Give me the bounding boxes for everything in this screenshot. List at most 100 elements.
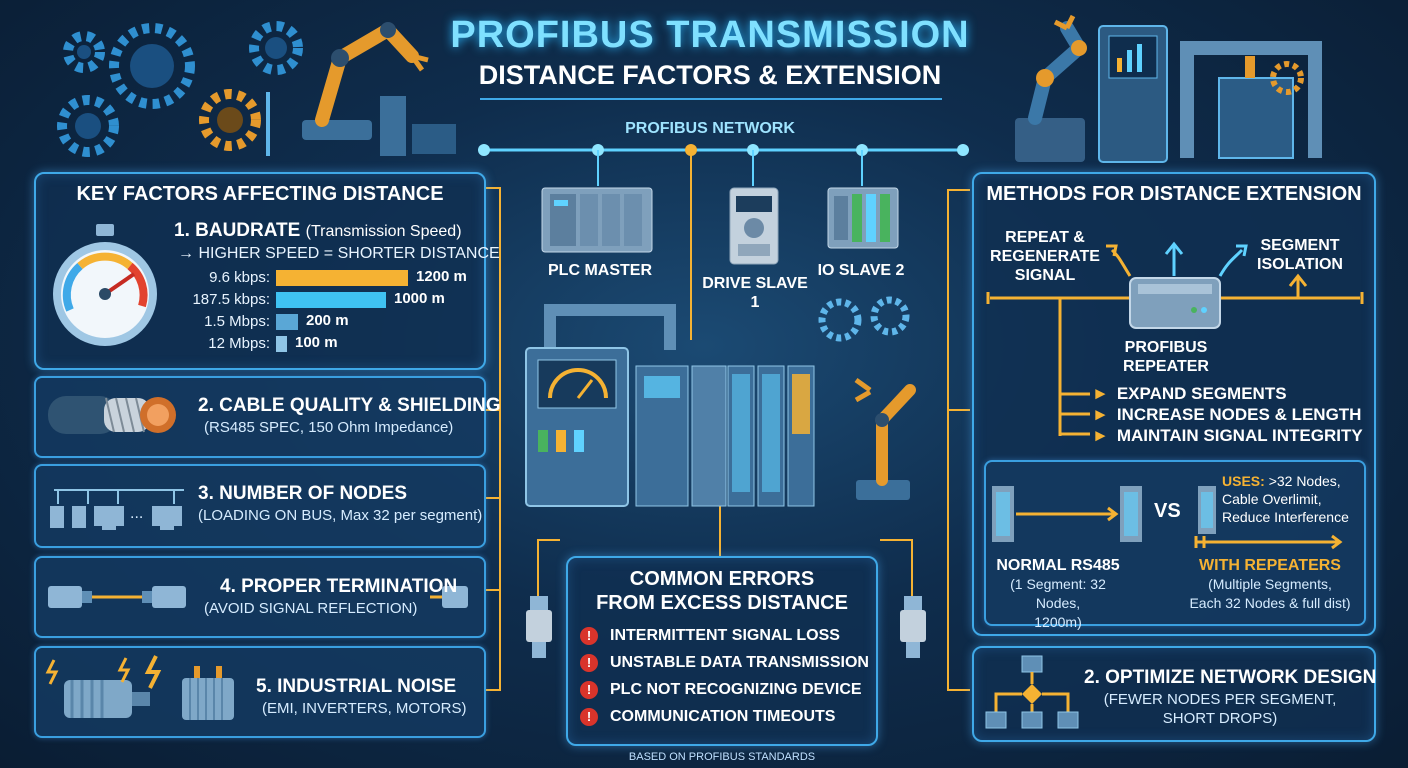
io-slave-icon xyxy=(827,187,899,249)
baudrate-speed-label: 1.5 Mbps: xyxy=(204,313,270,330)
baudrate-distance-label: 1000 m xyxy=(394,290,445,307)
repeat-regenerate-label: REPEAT & REGENERATE SIGNAL xyxy=(980,228,1110,285)
baudrate-note: (Transmission Speed) xyxy=(305,223,462,240)
node-label-io-slave: IO SLAVE 2 xyxy=(817,262,905,279)
normal-detail: 1200m) xyxy=(1034,614,1082,630)
network-design-icon xyxy=(985,655,1079,729)
repeater-label-line: REPEATER xyxy=(1123,358,1209,375)
key-factors-title: KEY FACTORS AFFECTING DISTANCE xyxy=(76,183,444,205)
cable-detail: (RS485 SPEC, 150 Ohm Impedance) xyxy=(204,419,454,436)
normal-rs485-block: NORMAL RS485 (1 Segment: 32 Nodes, 1200m… xyxy=(988,556,1128,632)
nodes-detail: (LOADING ON BUS, Max 32 per segment) xyxy=(198,507,483,524)
compare-diagram xyxy=(992,486,1343,550)
vs-label: VS xyxy=(1154,500,1181,522)
errors-title: COMMON ERRORS FROM EXCESS DISTANCE xyxy=(566,567,878,615)
optimize-detail-line: SHORT DROPS) xyxy=(1162,710,1278,727)
error-item: ! UNSTABLE DATA TRANSMISSION xyxy=(580,654,869,676)
baudrate-distance-label: 200 m xyxy=(306,312,349,329)
benefit-item: ► MAINTAIN SIGNAL INTEGRITY xyxy=(1092,426,1363,446)
page-subtitle: DISTANCE FACTORS & EXTENSION xyxy=(478,60,942,90)
benefit-item: ► INCREASE NODES & LENGTH xyxy=(1092,405,1361,425)
terminator-end-icon xyxy=(430,586,468,608)
segment-isolation-label: SEGMENT ISOLATION xyxy=(1240,236,1360,274)
page-title: PROFIBUS TRANSMISSION xyxy=(450,14,970,56)
errors-panel xyxy=(566,556,878,746)
errors-title-line2: FROM EXCESS DISTANCE xyxy=(596,592,848,614)
benefit-item: ► EXPAND SEGMENTS xyxy=(1092,384,1287,404)
baudrate-speed-label: 12 Mbps: xyxy=(208,335,270,352)
alert-icon: ! xyxy=(580,654,598,672)
baudrate-distance-label: 100 m xyxy=(295,334,338,351)
arrow-right-icon: ► xyxy=(1092,384,1109,403)
baudrate-heading-wrap: 1. BAUDRATE (Transmission Speed) xyxy=(174,220,462,242)
errors-title-line1: COMMON ERRORS xyxy=(629,568,815,590)
error-text: PLC NOT RECOGNIZING DEVICE xyxy=(610,681,862,699)
optimize-detail-line: (FEWER NODES PER SEGMENT, xyxy=(1103,691,1337,708)
nodes-ellipsis: ... xyxy=(130,505,144,522)
nodes-heading: 3. NUMBER OF NODES xyxy=(198,483,408,504)
baudrate-distance-label: 1200 m xyxy=(416,268,467,285)
cable-icon xyxy=(48,396,176,434)
gears-robot-icon xyxy=(57,21,456,157)
benefit-text: MAINTAIN SIGNAL INTEGRITY xyxy=(1116,426,1363,445)
optimize-heading: 2. OPTIMIZE NETWORK DESIGN xyxy=(1084,667,1377,688)
arrow-right-icon: ► xyxy=(1092,426,1109,445)
network-nodes-icon xyxy=(50,489,184,530)
error-text: COMMUNICATION TIMEOUTS xyxy=(610,708,836,726)
repeat-label-line: REGENERATE xyxy=(990,248,1100,265)
alert-icon: ! xyxy=(580,708,598,726)
normal-title: NORMAL RS485 xyxy=(996,557,1120,574)
baudrate-speed-label: 9.6 kbps: xyxy=(209,269,270,286)
node-label-drive-slave: DRIVE SLAVE 1 xyxy=(702,275,808,311)
cable-heading: 2. CABLE QUALITY & SHIELDING xyxy=(198,395,501,416)
footer-note: BASED ON PROFIBUS STANDARDS xyxy=(628,751,816,763)
alert-icon: ! xyxy=(580,627,598,645)
noise-detail: (EMI, INVERTERS, MOTORS) xyxy=(262,700,467,717)
plc-master-icon xyxy=(541,187,653,253)
noise-heading: 5. INDUSTRIAL NOISE xyxy=(256,676,457,697)
title-divider xyxy=(480,98,942,100)
termination-detail: (AVOID SIGNAL REFLECTION) xyxy=(204,600,418,617)
terminator-connector-icon xyxy=(48,586,186,608)
network-label: PROFIBUS NETWORK xyxy=(625,120,795,137)
error-text: INTERMITTENT SIGNAL LOSS xyxy=(610,627,840,645)
optimize-detail: (FEWER NODES PER SEGMENT, SHORT DROPS) xyxy=(1096,690,1344,728)
repeater-label-line: PROFIBUS xyxy=(1124,339,1208,356)
repeater-diagram xyxy=(986,241,1364,436)
error-text: UNSTABLE DATA TRANSMISSION xyxy=(610,654,869,672)
benefit-text: INCREASE NODES & LENGTH xyxy=(1116,405,1362,424)
repeaters-title: WITH REPEATERS xyxy=(1199,557,1341,574)
termination-heading: 4. PROPER TERMINATION xyxy=(220,576,458,597)
arrow-right-icon: ► xyxy=(1092,405,1109,424)
alert-icon: ! xyxy=(580,681,598,699)
repeaters-detail: Each 32 Nodes & full dist) xyxy=(1189,595,1351,611)
uses-line: Cable Overlimit, xyxy=(1222,491,1322,507)
baudrate-rule: → HIGHER SPEED = SHORTER DISTANCE xyxy=(178,245,500,262)
baudrate-bar xyxy=(276,336,287,352)
error-item: ! PLC NOT RECOGNIZING DEVICE xyxy=(580,681,862,703)
node-label-plc-master: PLC MASTER xyxy=(548,262,652,279)
control-cabinet-illustration xyxy=(525,296,916,507)
with-repeaters-block: WITH REPEATERS (Multiple Segments, Each … xyxy=(1184,556,1356,613)
uses-line: Reduce Interference xyxy=(1222,509,1349,525)
uses-line: >32 Nodes, xyxy=(1268,473,1341,489)
stopwatch-icon xyxy=(53,224,157,346)
baudrate-bar xyxy=(276,270,408,286)
repeat-label-line: SIGNAL xyxy=(1014,267,1076,284)
segment-label-line: ISOLATION xyxy=(1257,256,1343,273)
repeater-label: PROFIBUS REPEATER xyxy=(1106,338,1226,376)
repeat-label-line: REPEAT & xyxy=(1005,229,1085,246)
baudrate-bar xyxy=(276,292,386,308)
sensor-left-icon xyxy=(526,596,552,658)
drive-slave-icon xyxy=(729,187,779,265)
baudrate-speed-label: 187.5 kbps: xyxy=(192,291,270,308)
normal-detail: (1 Segment: 32 Nodes, xyxy=(1010,576,1106,611)
uses-label: USES: xyxy=(1222,473,1265,489)
baudrate-heading: 1. BAUDRATE xyxy=(174,220,301,241)
error-item: ! COMMUNICATION TIMEOUTS xyxy=(580,708,835,730)
repeaters-detail: (Multiple Segments, xyxy=(1208,576,1332,592)
extension-title: METHODS FOR DISTANCE EXTENSION xyxy=(986,183,1362,205)
benefit-text: EXPAND SEGMENTS xyxy=(1116,384,1287,403)
